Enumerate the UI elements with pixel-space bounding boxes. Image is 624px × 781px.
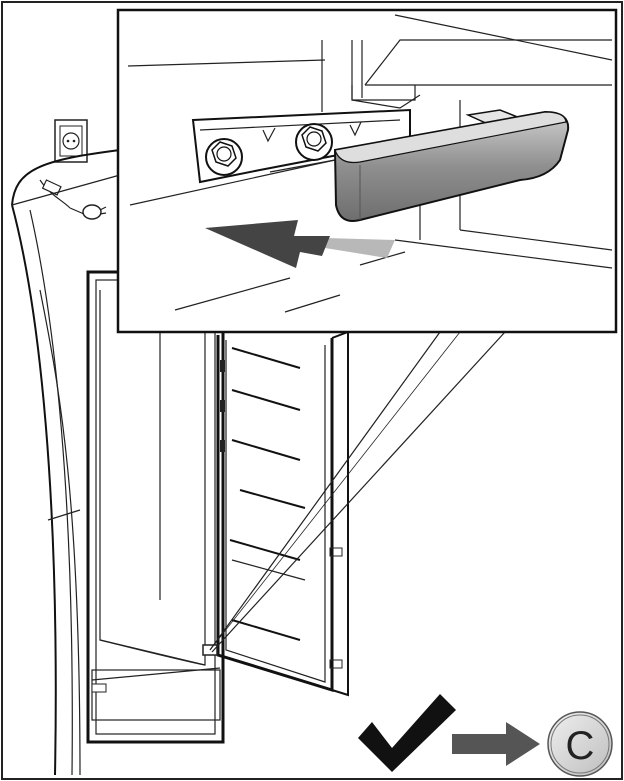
- hinge-cover-pad: [333, 110, 570, 222]
- step-circle-icon: C: [547, 711, 613, 777]
- direction-arrow-icon: [205, 220, 395, 268]
- step-label: C: [566, 724, 595, 768]
- result-indicator: C: [358, 694, 613, 777]
- checkmark-icon: [358, 694, 456, 772]
- right-arrow-icon: [452, 722, 540, 766]
- bolt-icon: [205, 138, 243, 176]
- hinge-detail-inset: [116, 8, 618, 334]
- hinge-bracket: [191, 108, 411, 184]
- bolt-icon: [295, 123, 333, 161]
- power-plug-icon: [39, 179, 107, 220]
- zoom-callout-lines: [209, 331, 506, 653]
